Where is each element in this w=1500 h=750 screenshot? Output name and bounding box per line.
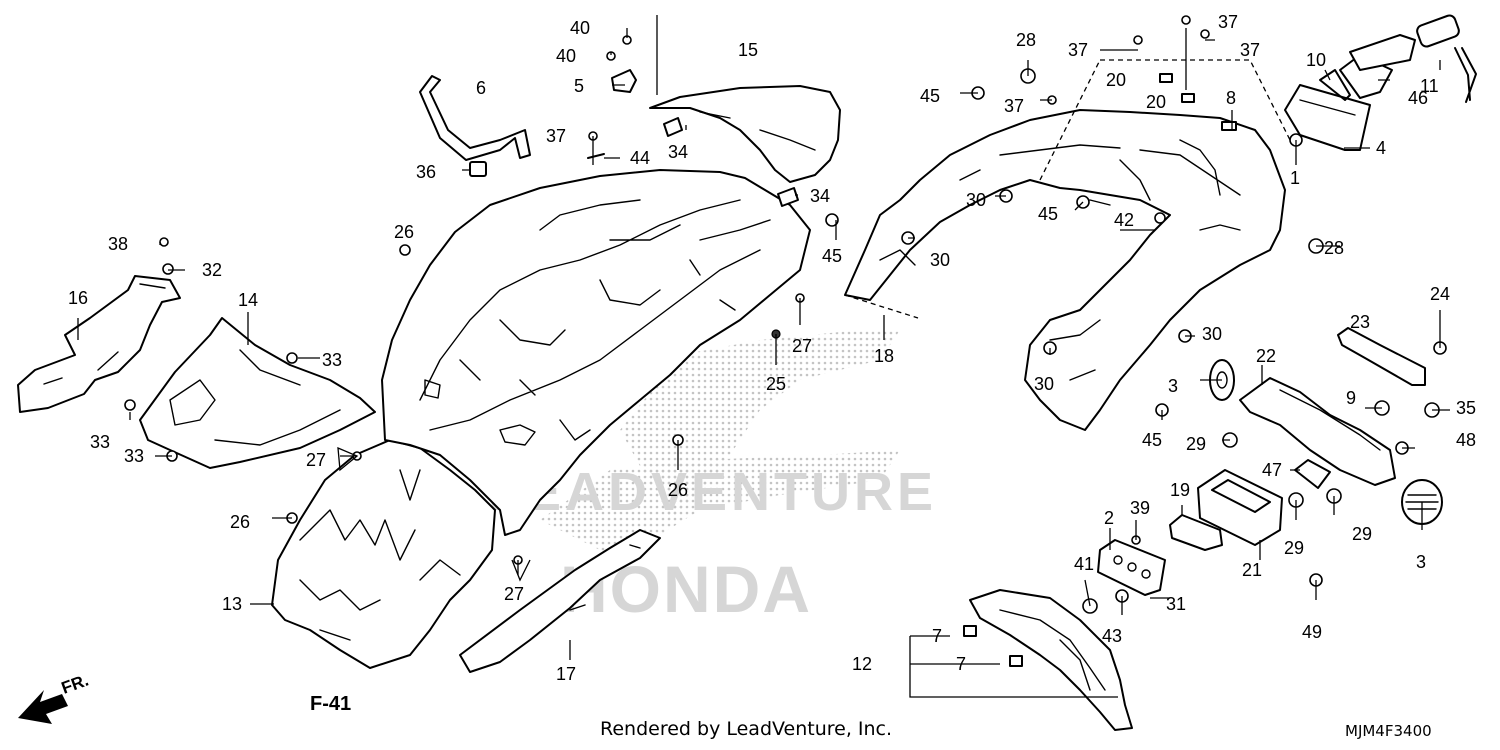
callout-45-c: 45	[1038, 204, 1058, 224]
callout-33-b: 33	[90, 432, 110, 452]
honda-wing-watermark	[540, 330, 900, 560]
part-47-plate	[1294, 459, 1331, 489]
callout-35: 35	[1456, 398, 1476, 418]
callout-45-b: 45	[822, 246, 842, 266]
credit-text: Rendered by LeadVenture, Inc.	[600, 718, 893, 740]
callout-47: 47	[1262, 460, 1282, 480]
part-23-bracket	[1337, 327, 1426, 386]
callout-22: 22	[1256, 346, 1276, 366]
callout-34-a: 34	[668, 142, 688, 162]
callout-27-a: 27	[306, 450, 326, 470]
part-22-stay	[1239, 377, 1396, 486]
callout-14: 14	[238, 290, 258, 310]
callout-33-c: 33	[124, 446, 144, 466]
callout-13: 13	[222, 594, 242, 614]
main-rear-fender	[381, 169, 811, 536]
callout-37-c: 37	[1068, 40, 1088, 60]
callout-46: 46	[1408, 88, 1428, 108]
callout-11: 11	[1420, 76, 1439, 96]
callout-34-b: 34	[810, 186, 830, 206]
callout-43: 43	[1102, 626, 1122, 646]
callout-23: 23	[1350, 312, 1370, 332]
callout-39: 39	[1130, 498, 1150, 518]
callout-26-b: 26	[668, 480, 688, 500]
leader-lines	[77, 15, 1450, 698]
callout-37-a: 37	[546, 126, 566, 146]
callout-28-b: 28	[1324, 238, 1344, 258]
part-11-key-cylinder	[1349, 14, 1477, 103]
callout-17: 17	[556, 664, 576, 684]
callout-19: 19	[1170, 480, 1190, 500]
callout-1: 1	[1290, 168, 1300, 188]
callout-29-a: 29	[1186, 434, 1206, 454]
callout-15: 15	[738, 40, 758, 60]
callout-32: 32	[202, 260, 222, 280]
callout-42: 42	[1114, 210, 1134, 230]
part-17-side-strip	[459, 529, 661, 673]
callout-48: 48	[1456, 430, 1476, 450]
reference-label: F-41	[310, 693, 351, 715]
callout-20-lower: 20	[1146, 92, 1166, 112]
part-2-plate	[1097, 539, 1166, 596]
part-15-seat-cowl	[649, 85, 841, 183]
callout-37-d: 37	[1240, 40, 1260, 60]
callout-5: 5	[574, 76, 584, 96]
callout-3-lower: 3	[1416, 552, 1426, 572]
callout-7-upper: 7	[932, 626, 942, 646]
part-14-inner-panel	[139, 317, 376, 469]
callout-27-c: 27	[504, 584, 524, 604]
callout-30-b: 30	[930, 250, 950, 270]
front-direction-arrow: FR.	[18, 671, 91, 724]
part-13-inner-fender	[271, 439, 496, 669]
callout-2: 2	[1104, 508, 1114, 528]
callout-24: 24	[1430, 284, 1450, 304]
front-label: FR.	[59, 671, 91, 698]
callout-33-a: 33	[322, 350, 342, 370]
part-6-grab-rail	[419, 75, 531, 161]
callout-27-b: 27	[792, 336, 812, 356]
callout-10: 10	[1306, 50, 1326, 70]
callout-30-a: 30	[966, 190, 986, 210]
callout-8: 8	[1226, 88, 1236, 108]
callout-40-b: 40	[556, 46, 576, 66]
hardware	[124, 15, 1447, 667]
callout-38: 38	[108, 234, 128, 254]
callout-29-b: 29	[1284, 538, 1304, 558]
part-10-clip	[1319, 69, 1351, 101]
callout-4: 4	[1376, 138, 1386, 158]
callout-21: 21	[1242, 560, 1262, 580]
diagram-code: MJM4F3400	[1345, 722, 1432, 740]
callout-28-a: 28	[1016, 30, 1036, 50]
callouts: 1 2 3 3 4 5 6 7 7 8 9 10 11 12 13 14 15 …	[68, 12, 1476, 684]
callout-12: 12	[852, 654, 872, 674]
callout-6: 6	[476, 78, 486, 98]
part-21-housing	[1197, 469, 1283, 546]
callout-49: 49	[1302, 622, 1322, 642]
callout-45-a: 45	[920, 86, 940, 106]
callout-45-d: 45	[1142, 430, 1162, 450]
callout-3-upper: 3	[1168, 376, 1178, 396]
callout-7-lower: 7	[956, 654, 966, 674]
callout-25: 25	[766, 374, 786, 394]
callout-9: 9	[1346, 388, 1356, 408]
callout-16: 16	[68, 288, 88, 308]
part-18-rear-frame	[844, 59, 1291, 431]
part-12-license-bracket	[969, 589, 1133, 731]
callout-30-c: 30	[1202, 324, 1222, 344]
callout-36: 36	[416, 162, 436, 182]
callout-30-d: 30	[1034, 374, 1054, 394]
callout-37-b: 37	[1218, 12, 1238, 32]
part-16-plate	[17, 275, 181, 413]
callout-29-c: 29	[1352, 524, 1372, 544]
callout-44: 44	[630, 148, 650, 168]
callout-26-c: 26	[230, 512, 250, 532]
callout-31: 31	[1166, 594, 1186, 614]
callout-40-a: 40	[570, 18, 590, 38]
callout-37-e: 37	[1004, 96, 1024, 116]
callout-26-a: 26	[394, 222, 414, 242]
callout-18: 18	[874, 346, 894, 366]
callout-20-upper: 20	[1106, 70, 1126, 90]
callout-41: 41	[1074, 554, 1094, 574]
